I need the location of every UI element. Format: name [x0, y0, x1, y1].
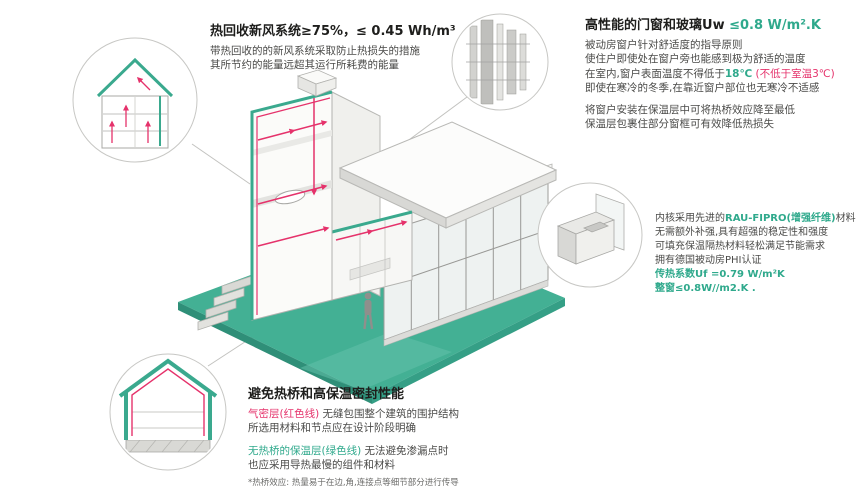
insulation-edge	[331, 210, 413, 234]
flat-roof-slab	[338, 121, 558, 229]
ground-floor-cut	[331, 210, 413, 301]
heat-recovery-line1: 带热回收的的新风系统采取防止热损失的措施	[210, 45, 420, 57]
windows-line1: 被动房窗户针对舒适度的指导原则	[585, 39, 743, 51]
windows-line4: 即使在寒冷的冬季,在靠近窗户部位也无寒冷不适感	[585, 81, 820, 94]
insulation-house-icon	[109, 353, 227, 471]
windows-line6: 保温层包裹住部分窗框可有效降低热损失	[585, 118, 774, 131]
ventilation-house-icon	[72, 37, 198, 163]
airtight-line	[131, 368, 205, 436]
heat-recovery-block: 热回收新风系统≥75%，≤ 0.45 Wh/m³ 带热回收的的新风系统采取防止热…	[210, 20, 495, 73]
thermal-airtight-line: 气密层(红色线) 无缝包围整个建筑的围护结构	[248, 407, 578, 421]
windows-title: 高性能的门窗和玻璃Uw ≤0.8 W/m².K	[585, 14, 860, 33]
windows-title-uw: Uw	[702, 18, 730, 33]
windows-line2: 使住户即使处在窗户旁也能感到极为舒适的温度	[585, 53, 806, 66]
thermal-title: 避免热桥和高保温密封性能	[248, 387, 405, 402]
insulation-line	[250, 90, 333, 320]
profile-block: 内核采用先进的RAU-FIPRO(增强纤维)材料 无需额外补强,具有超强的稳定性…	[655, 212, 861, 296]
profile-line1-post: 材料	[835, 213, 856, 224]
thermal-line4: 也应采用导热最慢的组件和材料	[248, 458, 395, 471]
windows-line3-note: (不低于室温3℃)	[752, 67, 835, 80]
person-figure	[363, 292, 374, 330]
heat-recovery-title: 热回收新风系统≥75%，≤ 0.45 Wh/m³	[210, 24, 456, 39]
airtight-line	[256, 97, 331, 315]
airtight-label: 气密层(红色线)	[248, 408, 320, 420]
profile-line1: 内核采用先进的RAU-FIPRO(增强纤维)材料	[655, 212, 861, 226]
windows-line3-text: 在室内,窗户表面温度不得低于	[585, 67, 725, 80]
roof-vent-unit	[296, 69, 338, 97]
profile-line3: 可填充保温隔热材料轻松满足节能需求	[655, 241, 825, 252]
frame-profile-icon	[537, 182, 643, 288]
profile-uf-value: 传热系数Uf =0.79 W/m²K	[655, 269, 785, 280]
tower-cut-face	[250, 90, 333, 321]
windows-title-value: ≤0.8 W/m².K	[729, 18, 821, 33]
profile-line1-brand: RAU-FIPRO(增强纤维)	[725, 213, 836, 224]
insulation-line	[118, 358, 218, 398]
windows-block: 高性能的门窗和玻璃Uw ≤0.8 W/m².K 被动房窗户针对舒适度的指导原则 …	[585, 14, 860, 132]
thermal-footnote: *热桥效应: 热量易于在边,角,连接点等细节部分进行传导	[248, 478, 459, 489]
thermal-insulation-line: 无热桥的保温层(绿色线) 无法避免渗漏点时	[248, 444, 578, 458]
profile-uw-value: 整窗≤0.8W//m2.K .	[655, 283, 756, 294]
heat-recovery-line2: 其所节约的能量远超其运行所耗费的能量	[210, 59, 399, 72]
thermal-block: 避免热桥和高保温密封性能 气密层(红色线) 无缝包围整个建筑的围护结构 所选用材…	[248, 383, 578, 488]
windows-line5: 将窗户安装在保温层中可将热桥效应降至最低	[585, 104, 795, 117]
profile-line2: 无需额外补强,具有超强的稳定性和强度	[655, 227, 829, 238]
insulation-label: 无热桥的保温层(绿色线)	[248, 444, 362, 457]
profile-line4: 拥有德国被动房PHI认证	[655, 255, 762, 266]
profile-line1-pre: 内核采用先进的	[655, 213, 725, 224]
glass-facade	[383, 179, 549, 347]
airtight-text: 无缝包围整个建筑的围护结构	[319, 408, 460, 420]
thermal-line2: 所选用材料和节点应在设计阶段明确	[248, 422, 416, 435]
house-cutaway	[250, 69, 558, 347]
garden-stairs	[197, 275, 253, 331]
ventilation-ducts	[257, 98, 408, 247]
windows-title-main: 高性能的门窗和玻璃	[585, 18, 703, 33]
windows-line3: 在室内,窗户表面温度不得低于18℃ (不低于室温3℃)	[585, 67, 860, 81]
insulation-text: 无法避免渗漏点时	[361, 444, 449, 457]
walkway	[300, 332, 452, 390]
windows-line3-temp: 18℃	[724, 67, 753, 80]
window-section-icon	[451, 13, 549, 111]
